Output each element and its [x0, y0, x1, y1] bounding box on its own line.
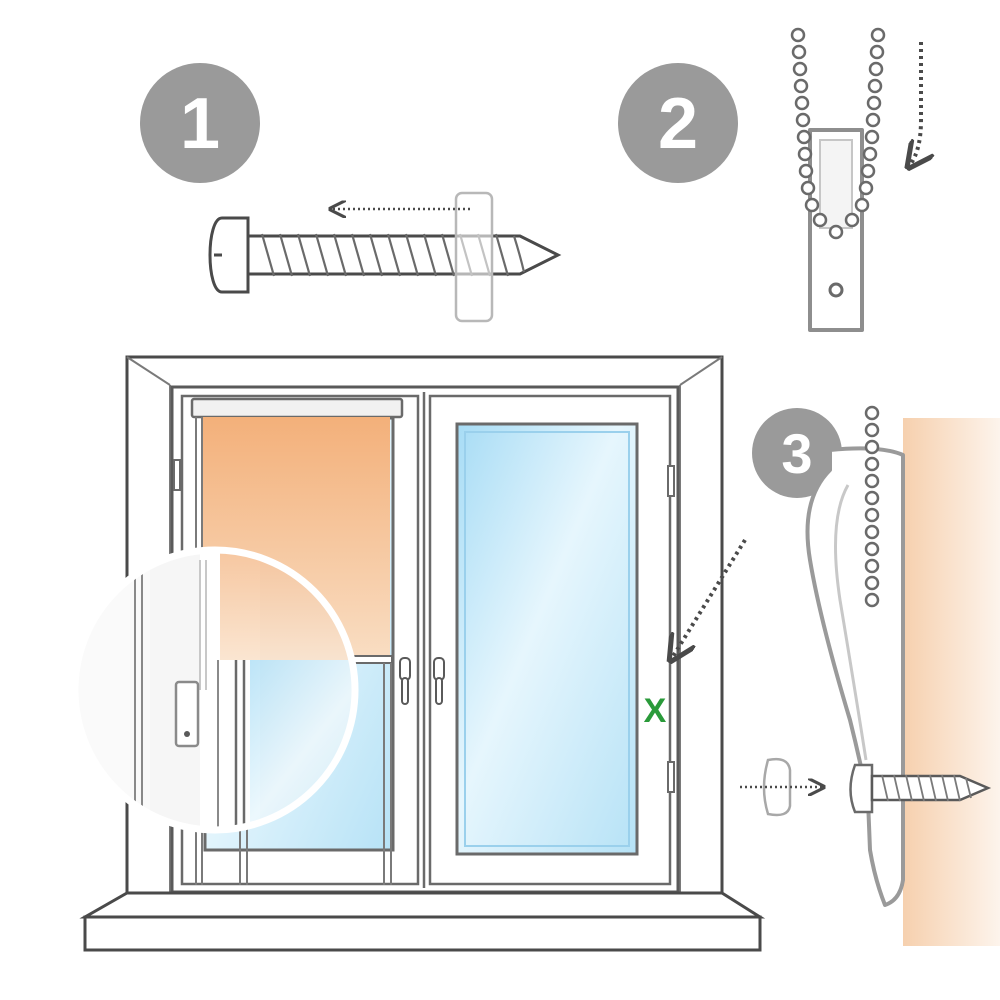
wall-section — [903, 418, 1000, 946]
right-sash — [428, 394, 672, 886]
window-handles — [399, 657, 445, 705]
bead-chain-side — [864, 405, 880, 608]
zoom-detail — [71, 546, 359, 834]
step-1-badge: 1 — [140, 63, 260, 183]
chain-holder-side-view — [740, 405, 992, 907]
window-sill — [79, 891, 766, 952]
step-3-number: 3 — [781, 422, 812, 485]
mount-position-mark: X — [644, 692, 667, 730]
screw-step-1 — [208, 191, 562, 323]
step-3-badge: 3 — [752, 408, 842, 498]
window-hinges — [173, 459, 675, 793]
chain-holder-step-2 — [790, 27, 921, 332]
step-1-number: 1 — [180, 84, 220, 164]
step-2-number: 2 — [658, 84, 698, 164]
mount-position-arrow — [672, 538, 747, 658]
step-2-badge: 2 — [618, 63, 738, 183]
step-2-arrow — [910, 42, 921, 165]
bead-chain — [790, 27, 886, 240]
